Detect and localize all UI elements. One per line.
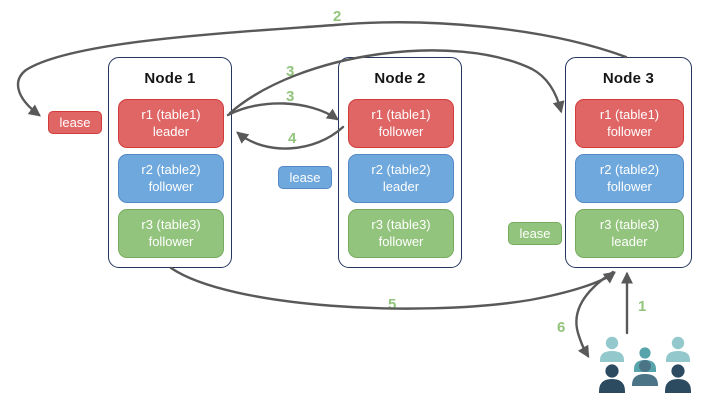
- node-3-replica-r3: r3 (table3) leader: [575, 209, 684, 258]
- replica-label: r2 (table2): [371, 161, 431, 177]
- replica-label: r3 (table3): [141, 216, 201, 232]
- lease-badge-table2: lease: [278, 166, 332, 189]
- step-label-5: 5: [388, 296, 397, 313]
- node-2-box: Node 2 r1 (table1) follower r2 (table2) …: [338, 57, 462, 268]
- step-label-3a: 3: [286, 63, 295, 80]
- lease-badge-table3: lease: [508, 222, 562, 245]
- step-label-1: 1: [638, 298, 647, 315]
- step-label-2: 2: [333, 8, 342, 25]
- replica-role: follower: [607, 178, 652, 194]
- users-group-icon: [599, 336, 691, 393]
- node-2-replica-r2: r2 (table2) leader: [348, 154, 454, 203]
- replica-role: leader: [152, 123, 190, 139]
- replica-role: leader: [611, 233, 648, 249]
- replica-label: r1 (table1): [599, 106, 660, 122]
- replica-label: r1 (table1): [371, 106, 431, 122]
- replica-role: follower: [148, 178, 194, 194]
- node-3-box: Node 3 r1 (table1) follower r2 (table2) …: [565, 57, 692, 268]
- lease-badge-table1: lease: [48, 111, 102, 134]
- replica-role: follower: [378, 233, 424, 249]
- replica-label: r3 (table3): [371, 216, 431, 232]
- node-1-replica-r3: r3 (table3) follower: [118, 209, 224, 258]
- replica-label: r2 (table2): [141, 161, 201, 177]
- replica-role: follower: [378, 123, 424, 139]
- step-label-3b: 3: [286, 88, 295, 105]
- replica-role: leader: [382, 178, 420, 194]
- replica-role: follower: [607, 123, 652, 139]
- node-1-replica-r2: r2 (table2) follower: [118, 154, 224, 203]
- node-1-replica-r1: r1 (table1) leader: [118, 99, 224, 148]
- step-label-6: 6: [557, 319, 566, 336]
- node-3-replica-r2: r2 (table2) follower: [575, 154, 684, 203]
- node-2-replica-r3: r3 (table3) follower: [348, 209, 454, 258]
- node-2-title: Node 2: [374, 70, 426, 87]
- replica-role: follower: [148, 233, 194, 249]
- node-1-title: Node 1: [144, 70, 196, 87]
- replica-label: r3 (table3): [599, 216, 660, 232]
- step-label-4: 4: [288, 130, 297, 147]
- node-3-title: Node 3: [602, 70, 655, 87]
- arrow-step-3-node1-to-node2: [226, 102, 339, 121]
- replica-label: r1 (table1): [141, 106, 201, 122]
- replica-label: r2 (table2): [599, 161, 660, 177]
- node-1-box: Node 1 r1 (table1) leader r2 (table2) fo…: [108, 57, 232, 268]
- node-3-replica-r1: r1 (table1) follower: [575, 99, 684, 148]
- user-person-dark: [599, 364, 691, 393]
- node-2-replica-r1: r1 (table1) follower: [348, 99, 454, 148]
- user-person-slate: [632, 360, 658, 386]
- user-person-light: [600, 336, 690, 362]
